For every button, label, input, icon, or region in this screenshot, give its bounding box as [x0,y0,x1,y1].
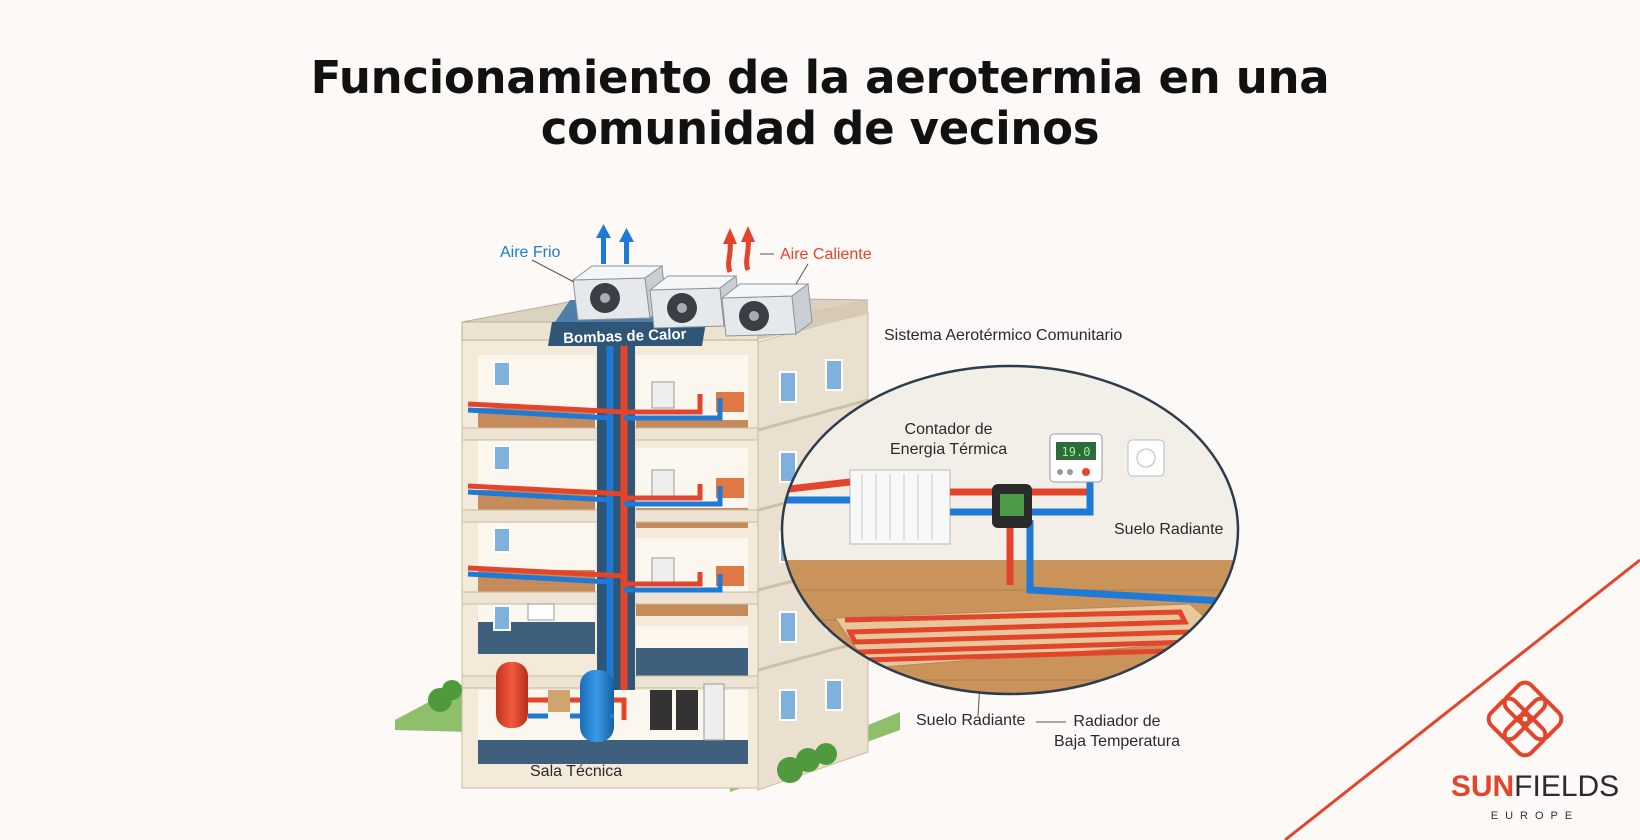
aire-caliente-label: Aire Caliente [780,246,872,263]
contador-label: Contador de Energia Térmica [890,420,1007,460]
cold-tank [580,670,614,742]
aire-frio-label: Aire Frio [500,244,561,261]
page-title: Funcionamiento de la aerotermia en una c… [0,52,1640,154]
wall-switch [1127,439,1165,477]
contador-line-1: Contador de [904,421,993,438]
sistema-label: Sistema Aerotérmico Comunitario [884,327,1123,344]
hot-tank [496,662,528,728]
suelo-radiante-bottom-label: Suelo Radiante [916,712,1026,729]
thermostat-display: 19.0 [1062,445,1091,459]
brand-name-part-2: FIELDS [1514,770,1620,803]
title-line-1: Funcionamiento de la aerotermia en una [310,51,1330,104]
sunfields-logo-icon [1486,680,1564,758]
suelo-radiante-detail-label: Suelo Radiante [1114,521,1224,538]
radiator [849,469,951,545]
brand-logo: SUNFIELDS EUROPE [1440,770,1630,822]
title-line-2: comunidad de vecinos [540,102,1100,155]
bombas-de-calor-label: Bombas de Calor [563,326,687,347]
corner-diagonal [1284,558,1640,840]
floors [461,355,759,689]
heat-pump-unit [720,283,813,337]
cold-air-arrows [596,224,634,264]
brand-name-part-1: SUN [1450,770,1515,803]
riser-shaft [597,342,635,722]
radiador-line-2: Baja Temperatura [1054,733,1180,750]
technical-room [478,662,748,764]
contador-line-2: Energia Térmica [890,441,1008,458]
sala-tecnica-label: Sala Técnica [530,763,623,780]
radiador-label: Radiador de Baja Temperatura [1054,712,1180,752]
brand-tagline: EUROPE [1490,810,1580,822]
radiador-line-1: Radiador de [1073,713,1161,730]
heat-pumps [571,265,813,337]
building [395,295,900,792]
